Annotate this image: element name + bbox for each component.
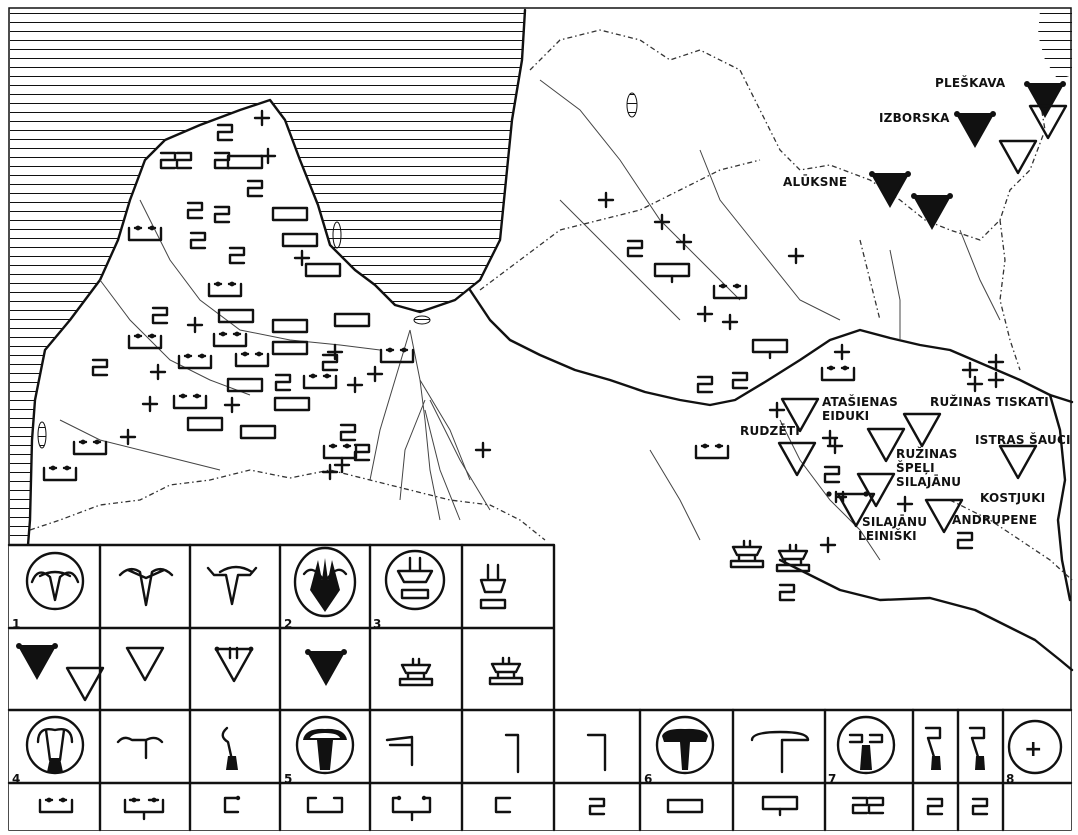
daugava-river xyxy=(468,288,1074,407)
legend-num-5: 5 xyxy=(284,772,293,786)
legend-cross-8: + xyxy=(1024,737,1043,762)
label-leiniski: LEINIŠKI xyxy=(858,528,917,543)
place-labels: PLEŠKAVA IZBORSKA ALŪKSNE ATAŠIENAS EIDU… xyxy=(740,75,1071,543)
label-aluksne: ALŪKSNE xyxy=(783,174,847,189)
label-istras-sauci: ISTRAS ŠAUCI xyxy=(975,432,1071,447)
legend-num-7: 7 xyxy=(828,772,837,786)
sea-hatched xyxy=(10,10,525,545)
legend-table: 1 2 3 + 4 xyxy=(7,543,1073,832)
lake-peipus xyxy=(1038,10,1072,80)
courland-coastline xyxy=(26,8,527,547)
label-silajanu-2: SILAJĀNU xyxy=(862,515,927,529)
state-borders xyxy=(29,29,1073,581)
label-andrupene: ANDRUPENE xyxy=(952,513,1037,527)
label-izborska: IZBORSKA xyxy=(879,111,950,125)
label-rudzeti: RUDZĒTI xyxy=(740,424,800,438)
legend-num-8: 8 xyxy=(1006,772,1015,786)
label-kostjuki: KOSTJUKI xyxy=(980,491,1045,505)
label-ruzinas-tiskati: RUŽINAS TISKATI xyxy=(930,394,1049,409)
legend-num-4: 4 xyxy=(12,772,21,786)
legend-num-1: 1 xyxy=(12,617,21,631)
label-silajanu: SILAJĀNU xyxy=(896,475,961,489)
label-atasienas: ATAŠIENAS xyxy=(822,394,898,409)
legend-num-2: 2 xyxy=(284,617,293,631)
river-south xyxy=(778,558,1074,672)
label-speli: ŠPEĻI xyxy=(896,460,935,475)
river-east xyxy=(1048,393,1072,602)
label-pleskava: PLEŠKAVA xyxy=(935,75,1006,90)
legend-num-6: 6 xyxy=(644,772,653,786)
eastern-finds xyxy=(597,80,1068,602)
label-eiduki: EIDUKI xyxy=(822,409,869,423)
label-ruzinas: RUŽINAS xyxy=(896,446,958,461)
minor-rivers xyxy=(59,79,1001,561)
legend-num-3: 3 xyxy=(373,617,382,631)
